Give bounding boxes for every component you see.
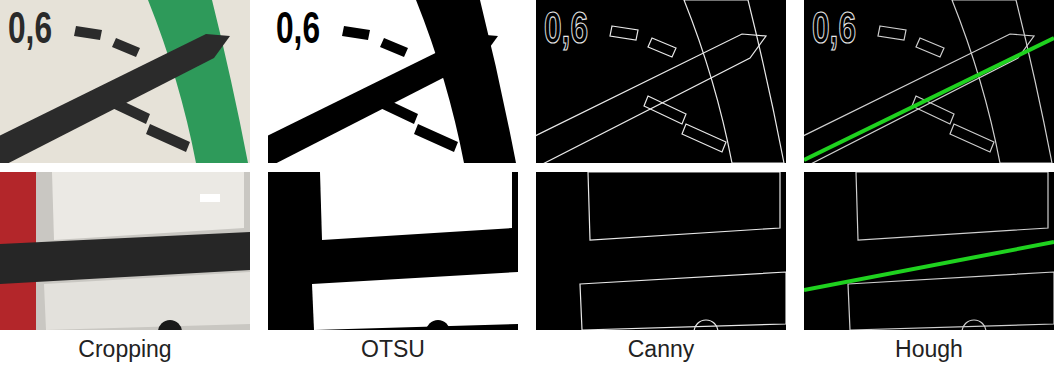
step-caption: Cropping xyxy=(0,336,250,364)
canny-panel: 0,6 xyxy=(536,0,786,163)
step-caption: Hough xyxy=(804,336,1054,364)
scale-number: 0,6 xyxy=(544,6,588,50)
hough-image xyxy=(804,172,1054,330)
gauge-photo xyxy=(0,172,250,330)
step-caption: OTSU xyxy=(268,336,518,364)
canny-panel xyxy=(536,172,786,330)
scale-number: 0,6 xyxy=(812,6,856,50)
otsu-panel xyxy=(268,172,518,330)
crop-panel: 0,6 xyxy=(0,0,250,163)
edge-image xyxy=(536,172,786,330)
hough-line xyxy=(804,38,1054,160)
hough-panel: 0,6 xyxy=(804,0,1054,163)
crop-panel xyxy=(0,172,250,330)
otsu-panel: 0,6 xyxy=(268,0,518,163)
scale-number: 0,6 xyxy=(8,6,52,50)
hough-line xyxy=(804,242,1054,290)
binary-image xyxy=(268,172,518,330)
step-caption: Canny xyxy=(536,336,786,364)
scale-number: 0,6 xyxy=(276,6,320,50)
hough-panel xyxy=(804,172,1054,330)
